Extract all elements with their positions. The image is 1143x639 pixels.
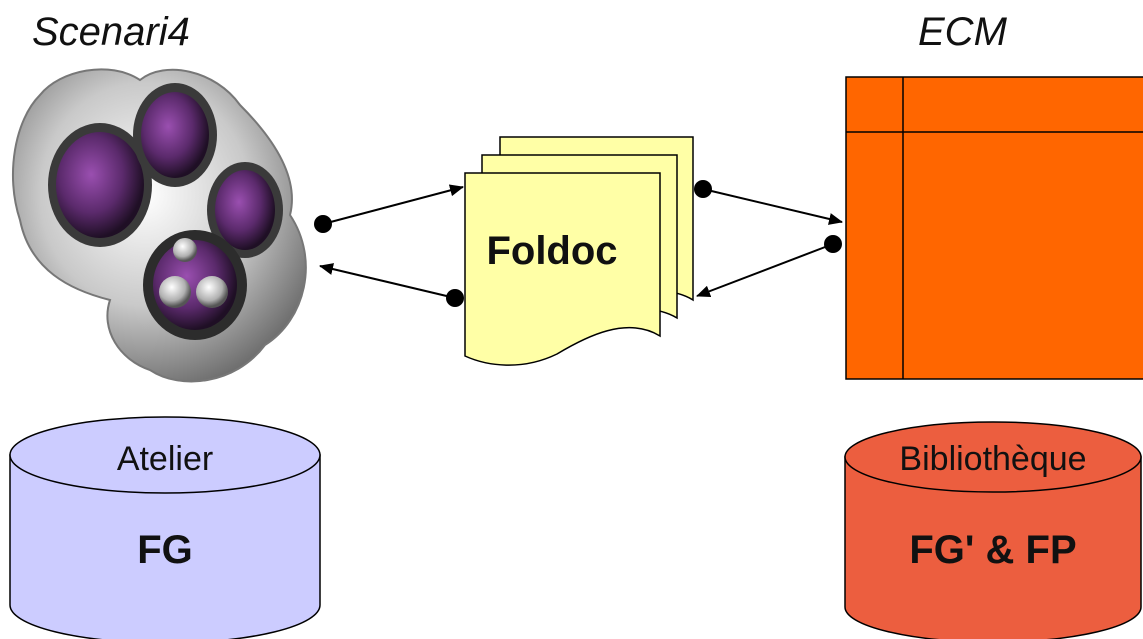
foldoc-document-icon [464, 136, 694, 366]
atelier-database-icon [9, 416, 321, 639]
ecm-table-icon [845, 76, 1143, 380]
arrow-foldoc-to-ecm [694, 180, 843, 225]
atelier-body-label: FG [137, 528, 193, 572]
scenari4-title: Scenari4 [32, 10, 190, 54]
ecm-title: ECM [918, 10, 1007, 54]
foldoc-label: Foldoc [486, 229, 617, 273]
atelier-header-label: Atelier [117, 440, 213, 478]
arrow-ecm-to-foldoc [696, 235, 842, 297]
bibliotheque-database-icon [844, 421, 1142, 639]
arrow-foldoc-to-scenari [319, 263, 464, 307]
bibliotheque-body-label: FG' & FP [909, 528, 1076, 572]
bibliotheque-header-label: Bibliothèque [899, 440, 1086, 478]
scenari-logo-icon [11, 68, 307, 383]
arrow-scenari-to-foldoc [314, 184, 464, 233]
